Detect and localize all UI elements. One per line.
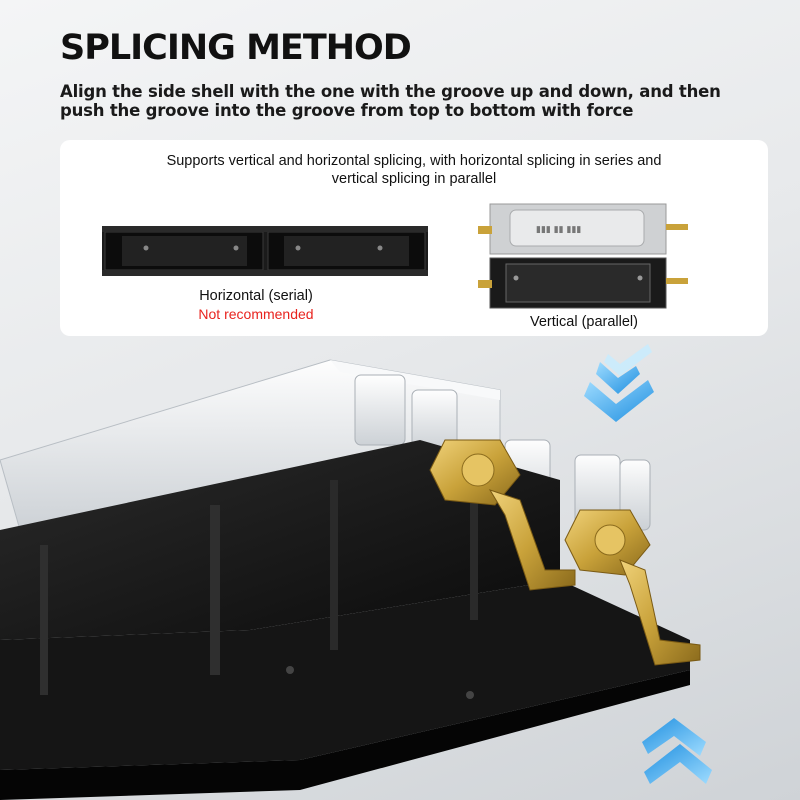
not-recommended-note: Not recommended [198, 306, 314, 322]
vertical-holder-image: ▮▮▮ ▮▮ ▮▮▮ [478, 203, 688, 309]
horizontal-holder-image [102, 226, 428, 276]
terminal-1 [429, 439, 576, 591]
page-title: SPLICING METHOD [60, 28, 412, 68]
arrow-up-icon [642, 718, 712, 784]
terminal-2 [564, 509, 701, 666]
instruction-text: Align the side shell with the one with t… [60, 82, 721, 120]
product-closeup-image [0, 344, 712, 800]
panel-heading: Supports vertical and horizontal splicin… [166, 153, 662, 187]
svg-text:▮▮▮ ▮▮ ▮▮▮: ▮▮▮ ▮▮ ▮▮▮ [536, 225, 581, 235]
arrow-down-icon [584, 344, 654, 422]
splicing-options-panel: Supports vertical and horizontal splicin… [60, 140, 768, 336]
vertical-label: Vertical (parallel) [530, 314, 638, 330]
horizontal-label: Horizontal (serial) [199, 288, 313, 304]
